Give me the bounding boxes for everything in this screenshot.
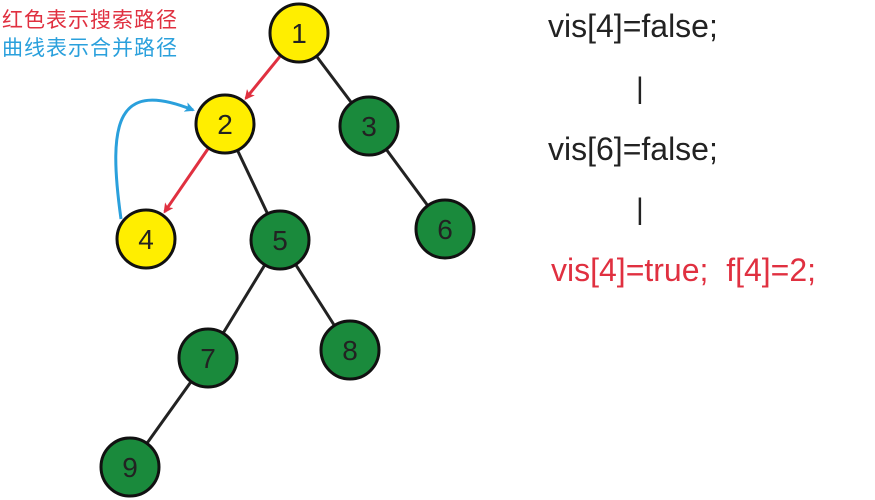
node-circle-1	[268, 2, 330, 64]
legend-search-path: 红色表示搜索路径	[2, 8, 178, 32]
node-circle-4	[115, 208, 177, 270]
node-label-8: 8	[342, 335, 358, 366]
tree-node-8: 8	[319, 319, 381, 381]
code-line-1: vis[4]=false;	[548, 8, 718, 44]
tree-node-4: 4	[115, 208, 177, 270]
node-label-7: 7	[200, 343, 216, 374]
tree-node-3: 3	[338, 95, 400, 157]
edge-2-4-search	[163, 147, 210, 214]
node-circle-7	[177, 327, 239, 389]
code-separator-2: |	[636, 193, 644, 226]
node-label-6: 6	[437, 214, 453, 245]
code-line-2: vis[6]=false;	[548, 131, 718, 167]
node-label-9: 9	[122, 452, 138, 483]
legend-merge-path: 曲线表示合并路径	[2, 36, 178, 60]
tree-node-9: 9	[99, 436, 161, 498]
tree-node-7: 7	[177, 327, 239, 389]
node-circle-6	[414, 198, 476, 260]
tree-node-1: 1	[268, 2, 330, 64]
node-label-2: 2	[217, 109, 233, 140]
node-label-4: 4	[138, 224, 154, 255]
node-circle-2	[194, 93, 256, 155]
code-separator-1: |	[636, 72, 644, 105]
tree-node-5: 5	[249, 209, 311, 271]
node-circle-3	[338, 95, 400, 157]
node-circle-8	[319, 319, 381, 381]
tree-node-2: 2	[194, 93, 256, 155]
node-label-3: 3	[361, 111, 377, 142]
merge-arrow-4-2	[114, 98, 195, 220]
tree-node-6: 6	[414, 198, 476, 260]
edge-1-2-search	[244, 55, 282, 100]
node-circle-9	[99, 436, 161, 498]
node-label-1: 1	[291, 18, 307, 49]
node-circle-5	[249, 209, 311, 271]
node-label-5: 5	[272, 225, 288, 256]
code-line-3: vis[4]=true; f[4]=2;	[551, 252, 817, 288]
